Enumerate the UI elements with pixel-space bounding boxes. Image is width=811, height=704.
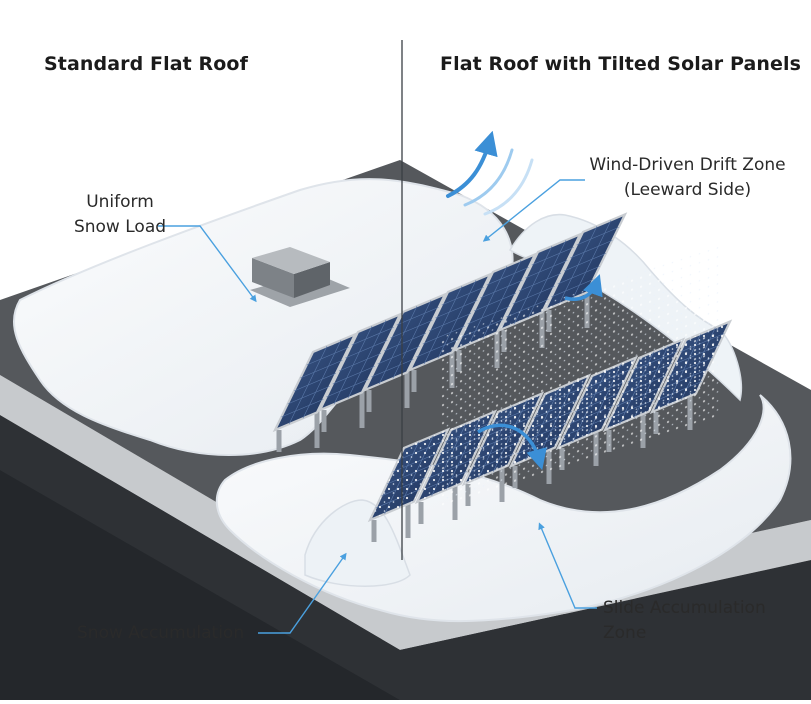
panel-cell-line <box>377 346 420 365</box>
panel-cell-line <box>422 326 465 345</box>
panel-cell-line <box>332 366 375 385</box>
panel-cell-line <box>531 247 574 266</box>
label-drift-line-2: (Leeward Side) <box>623 180 752 200</box>
panel-cell-line <box>300 360 343 379</box>
panel-cell-line <box>371 359 414 378</box>
panel-cell-line <box>306 347 349 366</box>
panel-cell-line <box>396 307 439 326</box>
panel-cell-line <box>435 300 478 319</box>
label-slide-line-2: Zone <box>603 623 647 643</box>
panel-cell-line <box>378 305 418 385</box>
roof-edge-shadow <box>0 470 400 700</box>
panel-cell-line <box>333 325 373 405</box>
label-uniform-snow-load: Uniform Snow Load <box>40 190 200 240</box>
heading-standard-flat-roof: Standard Flat Roof <box>44 53 248 75</box>
panel-cell-line <box>392 300 432 379</box>
snow-accumulation-pile <box>304 499 411 587</box>
panel-cell-line <box>525 260 568 279</box>
panel-snow-dusting <box>370 429 448 520</box>
wind-arrow-icon <box>446 130 534 216</box>
panel-cell-line <box>326 379 369 398</box>
panel-cell-line <box>572 220 612 299</box>
panel-cell-line <box>570 240 613 259</box>
falling-snow-speckles <box>440 246 720 508</box>
slide-arrow-icon <box>477 423 547 471</box>
panel-cell-line <box>302 340 342 419</box>
panel-cell-line <box>486 267 529 286</box>
panel-cell-line <box>473 293 517 312</box>
panel-cell-line <box>383 333 427 352</box>
panel-cell-line <box>423 285 463 365</box>
panel-cell-line <box>512 286 555 305</box>
panel-cell-line <box>281 399 324 418</box>
panel-cell-line <box>557 266 600 285</box>
panel-cell-line <box>428 313 472 332</box>
label-slide-line-1: Slide Accumulation <box>603 598 766 618</box>
drift-swirl-arrow-icon <box>564 274 603 301</box>
rooftop-hvac-unit <box>250 247 350 307</box>
panel-cell-line <box>345 340 388 359</box>
panel-cell-line <box>576 227 619 246</box>
label-uniform-line-2: Snow Load <box>73 217 167 237</box>
panel-cell-line <box>527 240 567 319</box>
label-snow-accumulation: Snow Accumulation <box>77 623 245 643</box>
panel-cell-line <box>390 320 433 339</box>
panel-cell-line <box>467 306 510 325</box>
label-uniform-line-1: Uniform <box>86 192 154 212</box>
panel-cell-line <box>287 386 330 405</box>
panel-cell-line <box>347 320 387 399</box>
panel-cell-line <box>480 280 523 299</box>
panel-cell-line <box>288 345 328 425</box>
panel-cell-line <box>338 353 382 372</box>
panel-cell-line <box>563 253 607 272</box>
panel-cell-line <box>518 273 562 292</box>
panel-cell-line <box>293 373 337 392</box>
panel-cell-line <box>441 287 484 306</box>
roof-edge-dark <box>0 415 811 700</box>
label-slide-accumulation-zone: Slide Accumulation Zone <box>603 596 766 646</box>
label-drift-line-1: Wind-Driven Drift Zone <box>589 155 786 175</box>
label-wind-driven-drift-zone: Wind-Driven Drift Zone (Leeward Side) <box>570 153 805 203</box>
panel-cell-line <box>558 225 598 305</box>
panel-cell-line <box>351 327 394 346</box>
heading-flat-roof-tilted-panels: Flat Roof with Tilted Solar Panels <box>440 53 802 75</box>
leader-lines <box>158 179 597 634</box>
